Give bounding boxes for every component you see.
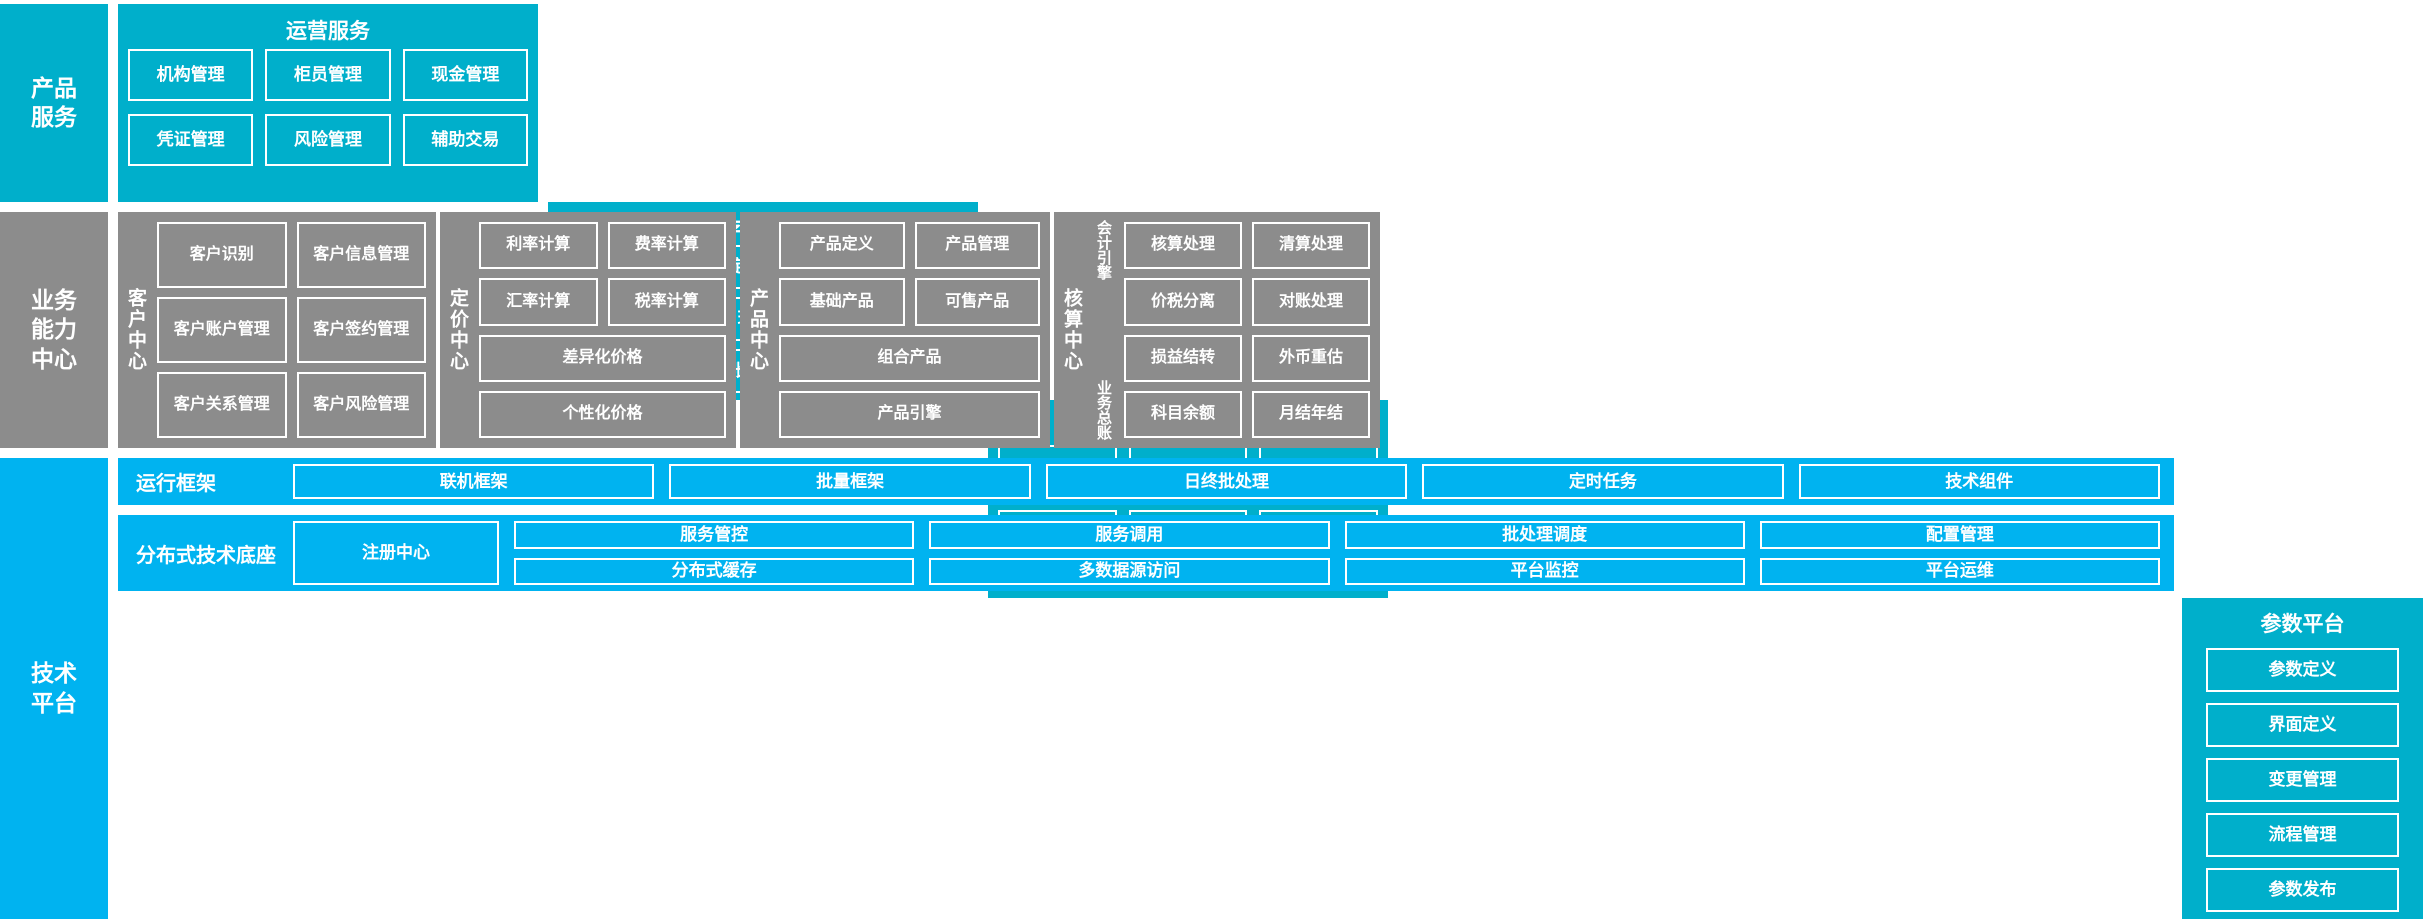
group-operation-services: 运营服务 机构管理 柜员管理 现金管理 凭证管理 风险管理 辅助交易 bbox=[118, 4, 538, 202]
capability-box[interactable]: 清算处理 bbox=[1252, 222, 1370, 270]
capability-box[interactable]: 可售产品 bbox=[914, 278, 1040, 326]
capability-box[interactable]: 对账处理 bbox=[1252, 278, 1370, 326]
parameter-item[interactable]: 变更管理 bbox=[2206, 758, 2399, 802]
card-label-accounting-center: 核算中心 bbox=[1061, 288, 1082, 372]
capability-row: 利率计算 费率计算 bbox=[479, 222, 726, 270]
capability-box[interactable]: 客户关系管理 bbox=[157, 372, 287, 438]
capability-row: 汇率计算 税率计算 bbox=[479, 278, 726, 326]
capability-box[interactable]: 基础产品 bbox=[779, 278, 905, 326]
sublabel-accounting-engine: 会计引擎 bbox=[1095, 220, 1112, 280]
runtime-framework-boxes: 联机框架 批量框架 日终批处理 定时任务 技术组件 bbox=[293, 458, 2174, 505]
card-label-pricing-center: 定价中心 bbox=[447, 288, 468, 372]
parameter-item[interactable]: 界面定义 bbox=[2206, 703, 2399, 747]
card-customer-center: 客户中心 客户识别 客户信息管理 客户账户管理 客户签约管理 客户关系管理 客户… bbox=[118, 212, 436, 448]
capability-box[interactable]: 外币重估 bbox=[1252, 334, 1370, 382]
card-pricing-center: 定价中心 利率计算 费率计算 汇率计算 税率计算 差异化价格 个性化价格 bbox=[440, 212, 736, 448]
capability-box[interactable]: 客户信息管理 bbox=[296, 222, 426, 288]
card-accounting-center: 核算中心 会计引擎 业务总账 核算处理 清算处理 价税分离 对账处理 损益结转 … bbox=[1054, 212, 1380, 448]
layer-label-technology-platform-text: 技术平台 bbox=[31, 660, 77, 716]
strip-runtime-framework: 运行框架 联机框架 批量框架 日终批处理 定时任务 技术组件 bbox=[118, 458, 2174, 505]
accounting-center-sublabels: 会计引擎 业务总账 bbox=[1089, 212, 1118, 448]
capability-box[interactable]: 个性化价格 bbox=[479, 390, 726, 438]
tech-box[interactable]: 服务调用 bbox=[929, 521, 1330, 549]
card-label-product-center: 产品中心 bbox=[747, 288, 768, 372]
capability-row: 价税分离 对账处理 bbox=[1124, 278, 1370, 326]
capability-row: 组合产品 bbox=[779, 334, 1040, 382]
service-box[interactable]: 柜员管理 bbox=[265, 49, 391, 101]
capability-row: 个性化价格 bbox=[479, 390, 726, 438]
strip-distributed-base: 分布式技术底座 注册中心 服务管控 服务调用 批处理调度 配置管理 分布式缓存 … bbox=[118, 515, 2174, 591]
service-box[interactable]: 凭证管理 bbox=[128, 114, 254, 166]
capability-box[interactable]: 差异化价格 bbox=[479, 334, 726, 382]
tech-box[interactable]: 服务管控 bbox=[514, 521, 915, 549]
tech-box[interactable]: 联机框架 bbox=[293, 464, 655, 499]
layer-label-business-capability-text: 业务能力中心 bbox=[31, 286, 77, 372]
capability-row: 客户关系管理 客户风险管理 bbox=[157, 372, 426, 438]
capability-box[interactable]: 组合产品 bbox=[779, 334, 1040, 382]
tech-box[interactable]: 多数据源访问 bbox=[929, 557, 1330, 585]
capability-box[interactable]: 税率计算 bbox=[607, 278, 726, 326]
tech-box[interactable]: 分布式缓存 bbox=[514, 557, 915, 585]
accounting-center-body: 核算处理 清算处理 价税分离 对账处理 损益结转 外币重估 科目余额 月结年结 bbox=[1118, 212, 1380, 448]
strip-label-runtime-framework: 运行框架 bbox=[136, 473, 216, 495]
capability-box[interactable]: 科目余额 bbox=[1124, 390, 1242, 438]
group-title-parameter-platform: 参数平台 bbox=[2260, 613, 2345, 636]
capability-box[interactable]: 客户签约管理 bbox=[296, 297, 426, 363]
layer-label-business-capability: 业务能力中心 bbox=[0, 212, 108, 448]
capability-box[interactable]: 产品引擎 bbox=[779, 390, 1040, 438]
capability-box[interactable]: 产品定义 bbox=[779, 222, 905, 270]
pricing-center-body: 利率计算 费率计算 汇率计算 税率计算 差异化价格 个性化价格 bbox=[475, 212, 736, 448]
service-box[interactable]: 风险管理 bbox=[265, 114, 391, 166]
capability-row: 核算处理 清算处理 bbox=[1124, 222, 1370, 270]
tech-box-register-center[interactable]: 注册中心 bbox=[293, 521, 499, 585]
parameter-platform-list: 参数定义 界面定义 变更管理 流程管理 参数发布 参数对比 bbox=[2182, 638, 2423, 919]
capability-box[interactable]: 费率计算 bbox=[607, 222, 726, 270]
parameter-item[interactable]: 参数定义 bbox=[2206, 648, 2399, 692]
customer-center-body: 客户识别 客户信息管理 客户账户管理 客户签约管理 客户关系管理 客户风险管理 bbox=[153, 212, 436, 448]
tech-box[interactable]: 定时任务 bbox=[1422, 464, 1784, 499]
sublabel-business-ledger: 业务总账 bbox=[1095, 380, 1112, 440]
capability-box[interactable]: 客户识别 bbox=[157, 222, 287, 288]
layer-label-product-services-text: 产品服务 bbox=[31, 74, 77, 130]
capability-box[interactable]: 月结年结 bbox=[1252, 390, 1370, 438]
capability-row: 客户识别 客户信息管理 bbox=[157, 222, 426, 288]
strip-label-distributed-base: 分布式技术底座 bbox=[136, 544, 276, 567]
capability-box[interactable]: 客户账户管理 bbox=[157, 297, 287, 363]
capability-box[interactable]: 价税分离 bbox=[1124, 278, 1242, 326]
card-product-center: 产品中心 产品定义 产品管理 基础产品 可售产品 组合产品 产品引擎 bbox=[740, 212, 1050, 448]
capability-box[interactable]: 损益结转 bbox=[1124, 334, 1242, 382]
layer-label-technology-platform: 技术平台 bbox=[0, 458, 108, 919]
service-box[interactable]: 辅助交易 bbox=[402, 114, 528, 166]
tech-box[interactable]: 平台运维 bbox=[1759, 557, 2160, 585]
capability-box[interactable]: 客户风险管理 bbox=[296, 372, 426, 438]
capability-box[interactable]: 利率计算 bbox=[479, 222, 598, 270]
parameter-item[interactable]: 流程管理 bbox=[2206, 813, 2399, 857]
distributed-base-boxes: 注册中心 服务管控 服务调用 批处理调度 配置管理 分布式缓存 多数据源访问 平… bbox=[293, 515, 2174, 591]
capability-row: 客户账户管理 客户签约管理 bbox=[157, 297, 426, 363]
tech-box[interactable]: 平台监控 bbox=[1344, 557, 1745, 585]
capability-row: 损益结转 外币重估 bbox=[1124, 334, 1370, 382]
capability-row: 差异化价格 bbox=[479, 334, 726, 382]
operation-services-grid: 机构管理 柜员管理 现金管理 凭证管理 风险管理 辅助交易 bbox=[118, 49, 538, 166]
capability-row: 产品定义 产品管理 bbox=[779, 222, 1040, 270]
capability-box[interactable]: 核算处理 bbox=[1124, 222, 1242, 270]
product-center-body: 产品定义 产品管理 基础产品 可售产品 组合产品 产品引擎 bbox=[775, 212, 1050, 448]
tech-box[interactable]: 批量框架 bbox=[669, 464, 1031, 499]
service-box[interactable]: 机构管理 bbox=[128, 49, 254, 101]
card-label-customer-center: 客户中心 bbox=[125, 288, 146, 372]
group-title-operation-services: 运营服务 bbox=[286, 20, 370, 43]
capability-box[interactable]: 产品管理 bbox=[914, 222, 1040, 270]
capability-row: 基础产品 可售产品 bbox=[779, 278, 1040, 326]
capability-box[interactable]: 汇率计算 bbox=[479, 278, 598, 326]
tech-box[interactable]: 配置管理 bbox=[1759, 521, 2160, 549]
parameter-item[interactable]: 参数发布 bbox=[2206, 868, 2399, 912]
capability-row: 科目余额 月结年结 bbox=[1124, 390, 1370, 438]
capability-row: 产品引擎 bbox=[779, 390, 1040, 438]
tech-box[interactable]: 技术组件 bbox=[1798, 464, 2160, 499]
group-parameter-platform: 参数平台 参数定义 界面定义 变更管理 流程管理 参数发布 参数对比 bbox=[2182, 598, 2423, 919]
tech-box[interactable]: 批处理调度 bbox=[1344, 521, 1745, 549]
service-box[interactable]: 现金管理 bbox=[402, 49, 528, 101]
tech-box[interactable]: 日终批处理 bbox=[1045, 464, 1408, 499]
layer-label-product-services: 产品服务 bbox=[0, 4, 108, 202]
